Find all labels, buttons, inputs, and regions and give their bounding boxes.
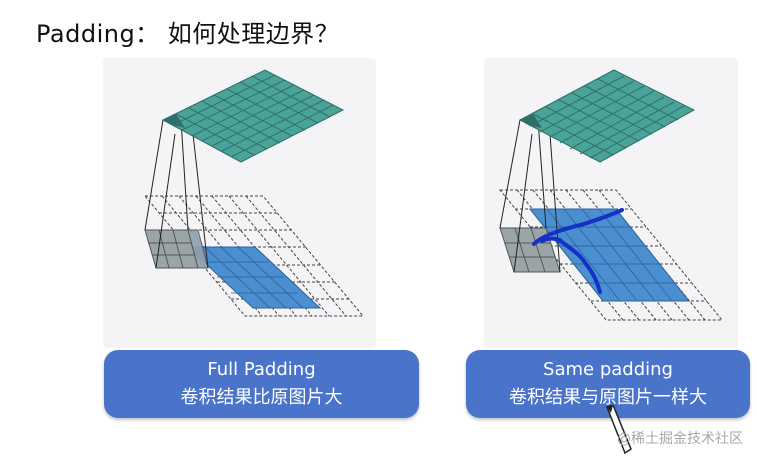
watermark: @稀土掘金技术社区 [617, 431, 743, 447]
input-image-grid [186, 246, 322, 309]
pen-annotation [532, 208, 624, 294]
slide-title: Padding： 如何处理边界？ [36, 20, 340, 48]
pen-cursor-icon [606, 405, 632, 455]
output-feature-map [518, 69, 696, 163]
caption-title: Same padding [543, 359, 673, 380]
input-image-grid [528, 208, 691, 302]
caption-full-padding: Full Padding 卷积结果比原图片大 [104, 350, 419, 418]
projection-lines [499, 119, 561, 273]
output-feature-map [161, 69, 345, 163]
full-padding-illustration [143, 69, 365, 317]
kernel-window [144, 229, 209, 269]
caption-description: 卷积结果比原图片大 [180, 387, 343, 408]
diagram-same-padding [484, 58, 738, 348]
caption-description: 卷积结果与原图片一样大 [509, 387, 707, 408]
diagram-full-padding [103, 58, 376, 348]
same-padding-illustration [498, 69, 724, 321]
projection-lines [144, 119, 209, 269]
caption-title: Full Padding [207, 359, 316, 380]
